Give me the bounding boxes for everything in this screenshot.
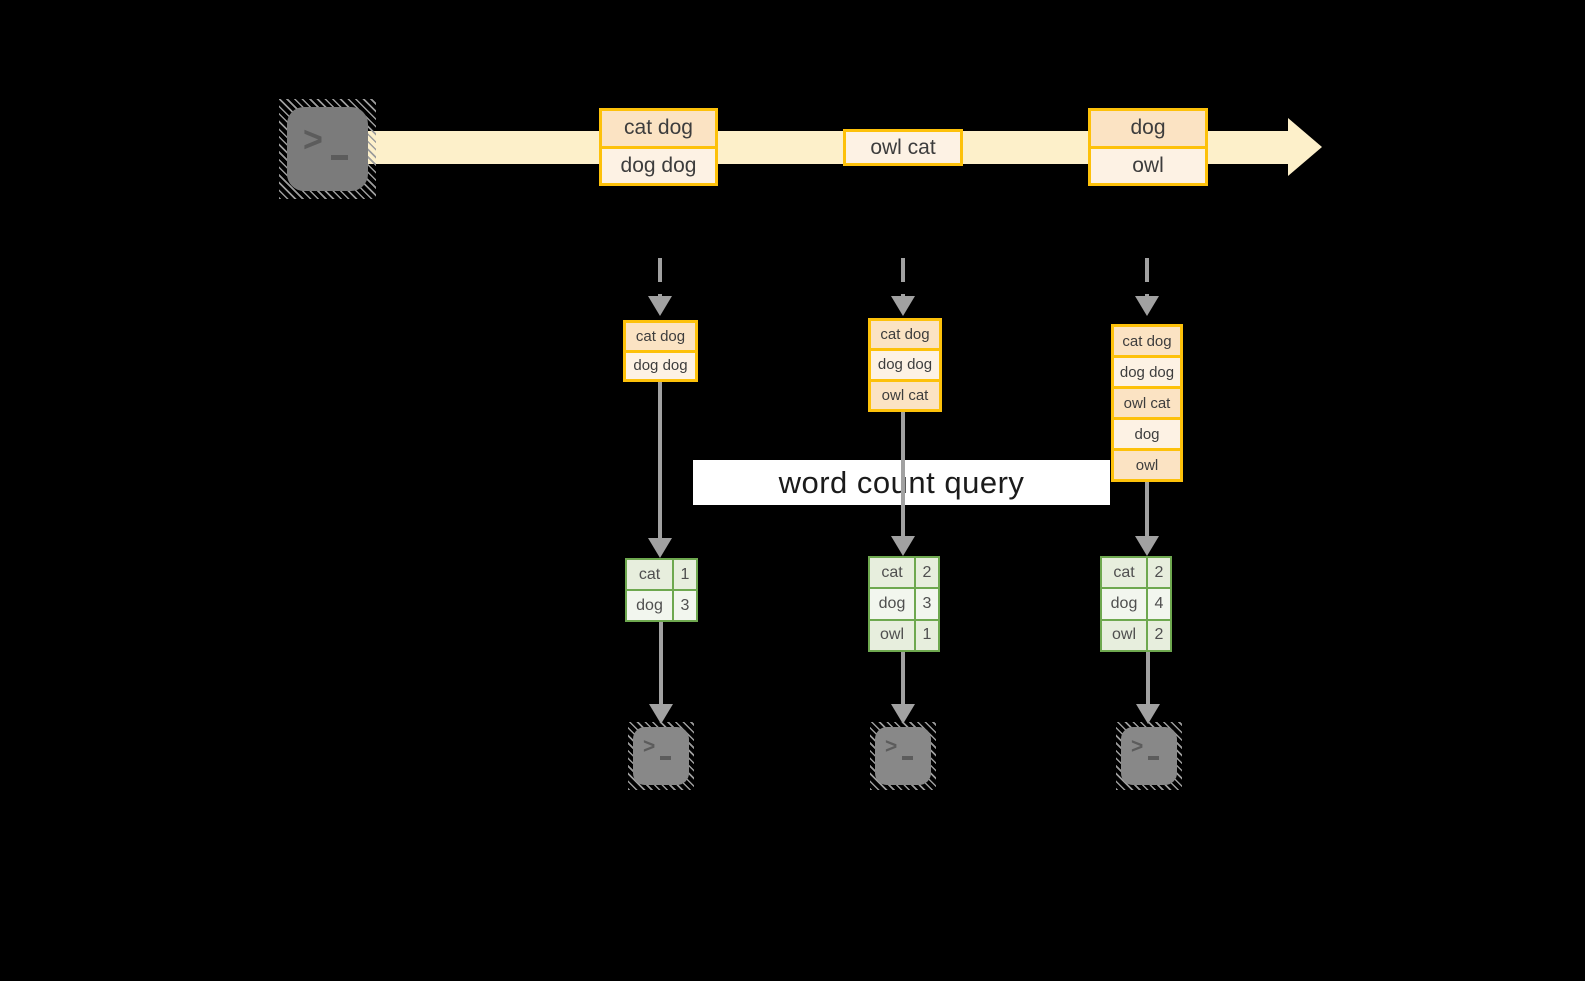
terminal-prompt-icon: > — [643, 735, 656, 758]
dashed-arrow-line — [1145, 258, 1149, 296]
count-value-cell: 2 — [916, 558, 938, 588]
terminal-cursor-icon — [660, 756, 671, 760]
buffer-record: dog dog — [626, 352, 695, 379]
count-value-cell: 3 — [674, 591, 696, 620]
word-count-table: cat 2 dog 3 owl 1 — [868, 556, 940, 652]
stream-record-group: owl cat — [843, 129, 963, 166]
arrowhead-down-icon — [1135, 536, 1159, 556]
arrow-line — [901, 652, 905, 706]
buffer-record: cat dog — [871, 321, 939, 349]
count-word-cell: owl — [870, 620, 914, 650]
count-value-cell: 2 — [1148, 620, 1170, 650]
dashed-arrow-line — [901, 258, 905, 296]
arrowhead-down-icon — [1135, 296, 1159, 316]
terminal-screen: > — [1121, 727, 1177, 785]
stream-record: owl — [1091, 148, 1205, 183]
arrow-line — [1145, 481, 1149, 538]
terminal-prompt-icon: > — [885, 735, 898, 758]
stream-arrowhead — [1288, 118, 1322, 176]
arrow-line — [659, 622, 663, 706]
buffer-record: owl cat — [871, 381, 939, 409]
count-value-cell: 1 — [674, 560, 696, 589]
record-buffer-stack: cat dog dog dog owl cat — [868, 318, 942, 412]
arrowhead-down-icon — [891, 536, 915, 556]
terminal-prompt-icon: > — [1131, 735, 1144, 758]
arrowhead-down-icon — [1136, 704, 1160, 724]
source-terminal-icon: > — [279, 99, 376, 199]
stream-record: cat dog — [602, 111, 715, 146]
arrow-line — [901, 411, 905, 538]
count-word-cell: cat — [1102, 558, 1146, 588]
terminal-screen: > — [287, 107, 368, 191]
count-word-cell: dog — [627, 591, 672, 620]
sink-terminal-icon: > — [870, 722, 936, 790]
count-value-cell: 3 — [916, 589, 938, 619]
buffer-record: dog — [1114, 420, 1180, 448]
buffer-record: owl — [1114, 451, 1180, 479]
count-value-cell: 1 — [916, 620, 938, 650]
arrow-line — [1146, 652, 1150, 706]
buffer-record: dog dog — [871, 351, 939, 379]
stream-record: dog — [1091, 111, 1205, 146]
record-buffer-stack: cat dog dog dog owl cat dog owl — [1111, 324, 1183, 482]
buffer-record: owl cat — [1114, 389, 1180, 417]
sink-terminal-icon: > — [1116, 722, 1182, 790]
count-word-cell: owl — [1102, 620, 1146, 650]
stream-record: dog dog — [602, 148, 715, 183]
count-word-cell: cat — [870, 558, 914, 588]
arrowhead-down-icon — [648, 538, 672, 558]
sink-terminal-icon: > — [628, 722, 694, 790]
count-value-cell: 2 — [1148, 558, 1170, 588]
terminal-cursor-icon — [331, 155, 348, 160]
buffer-record: cat dog — [626, 323, 695, 350]
stream-record-group: cat dog dog dog — [599, 108, 718, 186]
word-count-table: cat 1 dog 3 — [625, 558, 698, 622]
arrowhead-down-icon — [648, 296, 672, 316]
terminal-cursor-icon — [1148, 756, 1159, 760]
buffer-record: dog dog — [1114, 358, 1180, 386]
terminal-cursor-icon — [902, 756, 913, 760]
arrowhead-down-icon — [891, 296, 915, 316]
buffer-record: cat dog — [1114, 327, 1180, 355]
record-buffer-stack: cat dog dog dog — [623, 320, 698, 382]
terminal-screen: > — [633, 727, 689, 785]
count-value-cell: 4 — [1148, 589, 1170, 619]
arrowhead-down-icon — [891, 704, 915, 724]
terminal-screen: > — [875, 727, 931, 785]
arrowhead-down-icon — [649, 704, 673, 724]
arrow-line — [658, 381, 662, 540]
stream-record-group: dog owl — [1088, 108, 1208, 186]
count-word-cell: dog — [870, 589, 914, 619]
terminal-prompt-icon: > — [303, 120, 323, 160]
word-count-table: cat 2 dog 4 owl 2 — [1100, 556, 1172, 652]
count-word-cell: cat — [627, 560, 672, 589]
count-word-cell: dog — [1102, 589, 1146, 619]
stream-record: owl cat — [846, 132, 960, 163]
dashed-arrow-line — [658, 258, 662, 296]
